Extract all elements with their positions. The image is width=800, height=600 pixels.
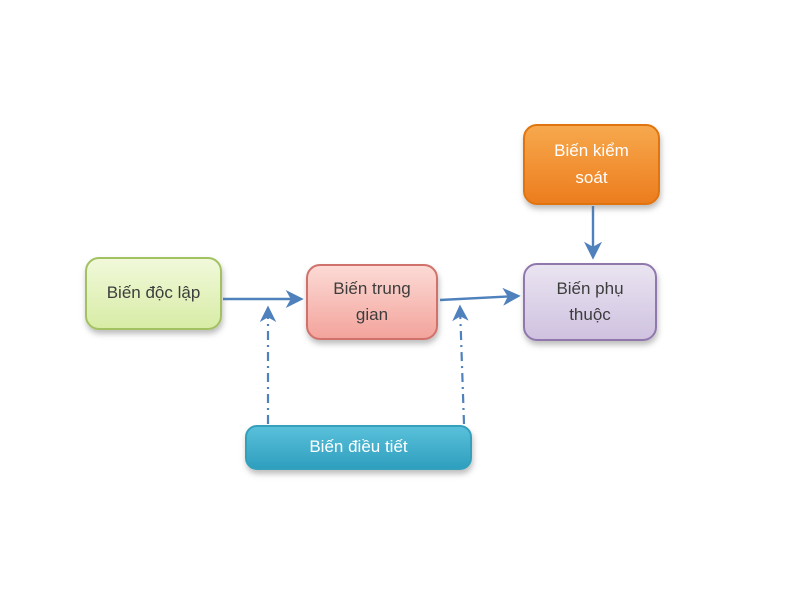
node-moderating-variable: Biến điều tiết	[245, 425, 472, 470]
node-label: Biến trung gian	[333, 278, 411, 324]
node-label: Biến phụ thuộc	[556, 278, 624, 324]
node-independent-variable: Biến độc lập	[85, 257, 222, 330]
node-label: Biến điều tiết	[309, 437, 408, 457]
node-label: Biến kiểm soát	[554, 141, 629, 187]
node-mediating-variable: Biến trung gian	[306, 264, 438, 340]
dashed-arrow-moderator-right	[452, 304, 469, 425]
arrow-mediator-to-dependent	[439, 287, 521, 306]
node-control-variable: Biến kiểm soát	[523, 124, 660, 205]
node-label: Biến độc lập	[106, 283, 201, 303]
node-dependent-variable: Biến phụ thuộc	[523, 263, 657, 341]
